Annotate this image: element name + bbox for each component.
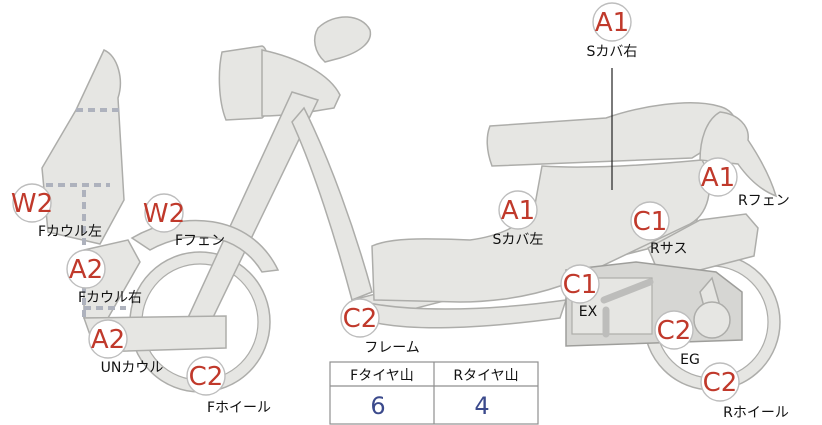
- side-cover: [371, 159, 710, 303]
- damage-badge: [560, 264, 600, 304]
- damage-badge: [88, 319, 128, 359]
- damage-labels: A1Sカバ右A1Sカバ左A1RフェンC1RサスC1EXC2EGC2RホイールC2…: [11, 2, 790, 421]
- damage-badge: [498, 190, 538, 230]
- part-name: フレーム: [364, 340, 420, 356]
- damage-badge: [700, 362, 740, 402]
- part-name: Rサス: [650, 241, 687, 257]
- part-name: Fカウル右: [78, 290, 142, 306]
- part-name: EX: [579, 304, 598, 320]
- damage-badge: [144, 193, 184, 233]
- part-name: EG: [680, 352, 700, 368]
- damage-code: C2: [703, 368, 738, 398]
- damage-code: A1: [595, 8, 629, 38]
- main-frame-tube: [291, 106, 373, 302]
- damage-code: C1: [563, 270, 598, 300]
- motorcycle-illustration: [41, 16, 781, 393]
- damage-badge: [592, 2, 632, 42]
- rear-tread-value: 4: [474, 392, 489, 420]
- tread-table: Fタイヤ山 Rタイヤ山 6 4: [329, 361, 539, 425]
- front-tread-value: 6: [370, 392, 385, 420]
- exhaust-pipe: [600, 278, 654, 338]
- part-name: Rフェン: [738, 193, 790, 209]
- headlight-body: [261, 49, 341, 117]
- damage-code: A2: [69, 255, 103, 285]
- damage-code: C2: [657, 316, 692, 346]
- damage-code: C1: [633, 207, 668, 237]
- damage-code: C2: [189, 362, 224, 392]
- damage-code: W2: [143, 199, 185, 229]
- part-name: Sカバ右: [587, 44, 638, 60]
- damage-badge: [66, 249, 106, 289]
- part-name: Fフェン: [175, 233, 225, 249]
- damage-badge: [186, 356, 226, 396]
- damage-badge: [340, 298, 380, 338]
- damage-code: W2: [11, 189, 53, 219]
- damage-label: C2 フレーム: [340, 298, 420, 356]
- damage-code: A1: [701, 163, 735, 193]
- damage-code: A2: [91, 325, 125, 355]
- part-name: Fホイール: [207, 400, 271, 416]
- damage-badge: [630, 201, 670, 241]
- rear-fender: [699, 111, 778, 198]
- rear-tread-header: Rタイヤ山: [453, 368, 518, 384]
- seat: [486, 102, 736, 167]
- damage-code: A1: [501, 196, 535, 226]
- part-name: Rホイール: [723, 405, 789, 421]
- front-tread-header: Fタイヤ山: [350, 368, 414, 384]
- rear-hub: [693, 301, 731, 339]
- damage-badge: [698, 157, 738, 197]
- windscreen: [313, 16, 372, 63]
- damage-badge: [654, 310, 694, 350]
- damage-code: C2: [343, 304, 378, 334]
- damage-badge: [12, 183, 52, 223]
- part-name: Fカウル左: [38, 224, 102, 240]
- part-name: Sカバ左: [493, 232, 544, 248]
- part-name: UNカウル: [101, 360, 164, 376]
